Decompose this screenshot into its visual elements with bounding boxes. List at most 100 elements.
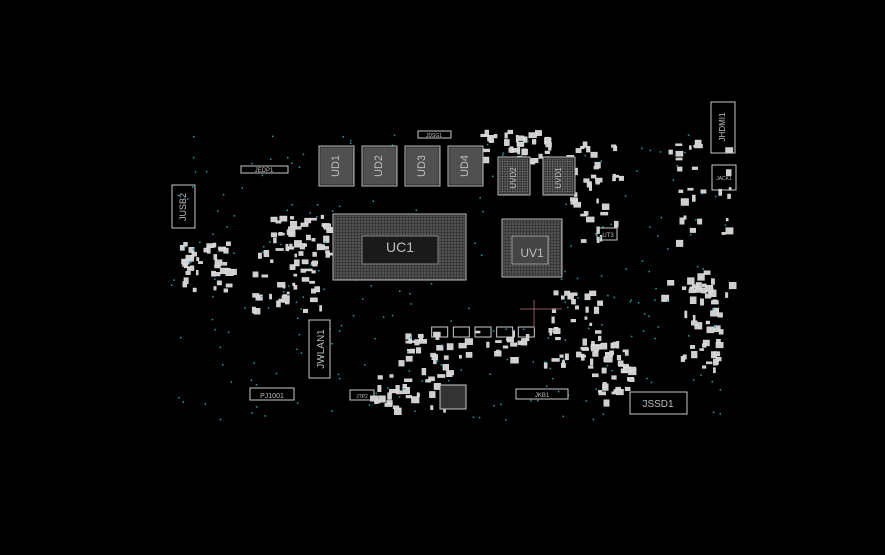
- component[interactable]: [396, 390, 403, 395]
- component[interactable]: [687, 187, 694, 191]
- component[interactable]: [700, 298, 704, 306]
- connector-jdsg1[interactable]: [417, 130, 452, 139]
- memory-uvd2[interactable]: [497, 156, 531, 196]
- mosfet[interactable]: [517, 326, 535, 338]
- component[interactable]: [690, 345, 696, 349]
- component[interactable]: [446, 343, 454, 351]
- component[interactable]: [387, 392, 392, 400]
- component[interactable]: [704, 293, 712, 299]
- component[interactable]: [289, 264, 296, 270]
- component[interactable]: [189, 265, 195, 271]
- component[interactable]: [279, 215, 288, 222]
- component[interactable]: [727, 193, 731, 199]
- component[interactable]: [589, 290, 597, 296]
- component[interactable]: [433, 359, 437, 365]
- component[interactable]: [545, 142, 552, 148]
- component[interactable]: [555, 337, 561, 341]
- component[interactable]: [504, 132, 508, 139]
- connector-jedp1[interactable]: [240, 165, 289, 174]
- component[interactable]: [378, 395, 386, 403]
- component[interactable]: [405, 333, 412, 340]
- gpu-die-uv1[interactable]: [511, 235, 549, 265]
- component[interactable]: [513, 358, 519, 362]
- component[interactable]: [508, 147, 513, 153]
- component[interactable]: [437, 374, 446, 378]
- component[interactable]: [597, 300, 604, 306]
- component[interactable]: [225, 269, 234, 276]
- component[interactable]: [225, 241, 231, 246]
- component[interactable]: [459, 355, 462, 359]
- cpu-die-uc1[interactable]: [361, 235, 439, 265]
- component[interactable]: [261, 274, 269, 278]
- component[interactable]: [421, 368, 427, 376]
- component[interactable]: [591, 345, 600, 352]
- component[interactable]: [601, 203, 610, 210]
- component[interactable]: [694, 322, 703, 330]
- component[interactable]: [213, 254, 218, 260]
- component[interactable]: [405, 340, 409, 344]
- component[interactable]: [436, 345, 444, 351]
- component[interactable]: [225, 283, 233, 288]
- component[interactable]: [692, 194, 696, 202]
- component[interactable]: [320, 214, 324, 219]
- component[interactable]: [410, 340, 415, 343]
- component[interactable]: [317, 243, 322, 250]
- component[interactable]: [689, 227, 697, 233]
- component[interactable]: [417, 392, 420, 398]
- component[interactable]: [618, 175, 624, 181]
- component[interactable]: [590, 174, 597, 179]
- component[interactable]: [311, 261, 315, 266]
- component[interactable]: [285, 243, 289, 252]
- component[interactable]: [309, 280, 315, 284]
- component[interactable]: [683, 215, 687, 220]
- component[interactable]: [551, 358, 560, 362]
- component[interactable]: [703, 270, 711, 275]
- component[interactable]: [728, 282, 737, 290]
- component[interactable]: [389, 374, 394, 378]
- component[interactable]: [549, 331, 552, 336]
- component[interactable]: [323, 235, 330, 243]
- mosfet[interactable]: [452, 326, 470, 338]
- component[interactable]: [275, 248, 284, 251]
- component[interactable]: [223, 288, 228, 293]
- component[interactable]: [402, 387, 410, 395]
- component[interactable]: [588, 365, 594, 369]
- component[interactable]: [517, 147, 521, 155]
- component[interactable]: [561, 295, 565, 300]
- component[interactable]: [604, 356, 613, 363]
- component[interactable]: [319, 305, 322, 312]
- component[interactable]: [725, 227, 734, 235]
- component[interactable]: [389, 389, 398, 394]
- component[interactable]: [510, 342, 518, 347]
- component[interactable]: [430, 405, 434, 411]
- component[interactable]: [538, 153, 543, 159]
- component[interactable]: [713, 367, 716, 374]
- component[interactable]: [691, 351, 698, 359]
- component[interactable]: [684, 310, 688, 319]
- component[interactable]: [576, 351, 582, 358]
- component[interactable]: [195, 270, 199, 276]
- component[interactable]: [706, 326, 715, 334]
- component[interactable]: [414, 339, 420, 346]
- component[interactable]: [701, 283, 707, 288]
- component[interactable]: [623, 367, 631, 372]
- component[interactable]: [564, 353, 569, 361]
- component[interactable]: [600, 211, 609, 216]
- component[interactable]: [303, 308, 308, 313]
- component[interactable]: [301, 259, 309, 265]
- component[interactable]: [183, 277, 189, 284]
- component[interactable]: [601, 367, 607, 374]
- component[interactable]: [561, 360, 565, 368]
- component[interactable]: [583, 178, 590, 183]
- component[interactable]: [571, 299, 576, 305]
- component[interactable]: [589, 183, 592, 191]
- component[interactable]: [702, 343, 707, 348]
- component[interactable]: [585, 306, 589, 313]
- component[interactable]: [289, 243, 293, 249]
- component[interactable]: [676, 239, 684, 247]
- component[interactable]: [213, 286, 217, 291]
- component[interactable]: [507, 129, 514, 135]
- component[interactable]: [323, 223, 331, 230]
- component[interactable]: [691, 320, 698, 326]
